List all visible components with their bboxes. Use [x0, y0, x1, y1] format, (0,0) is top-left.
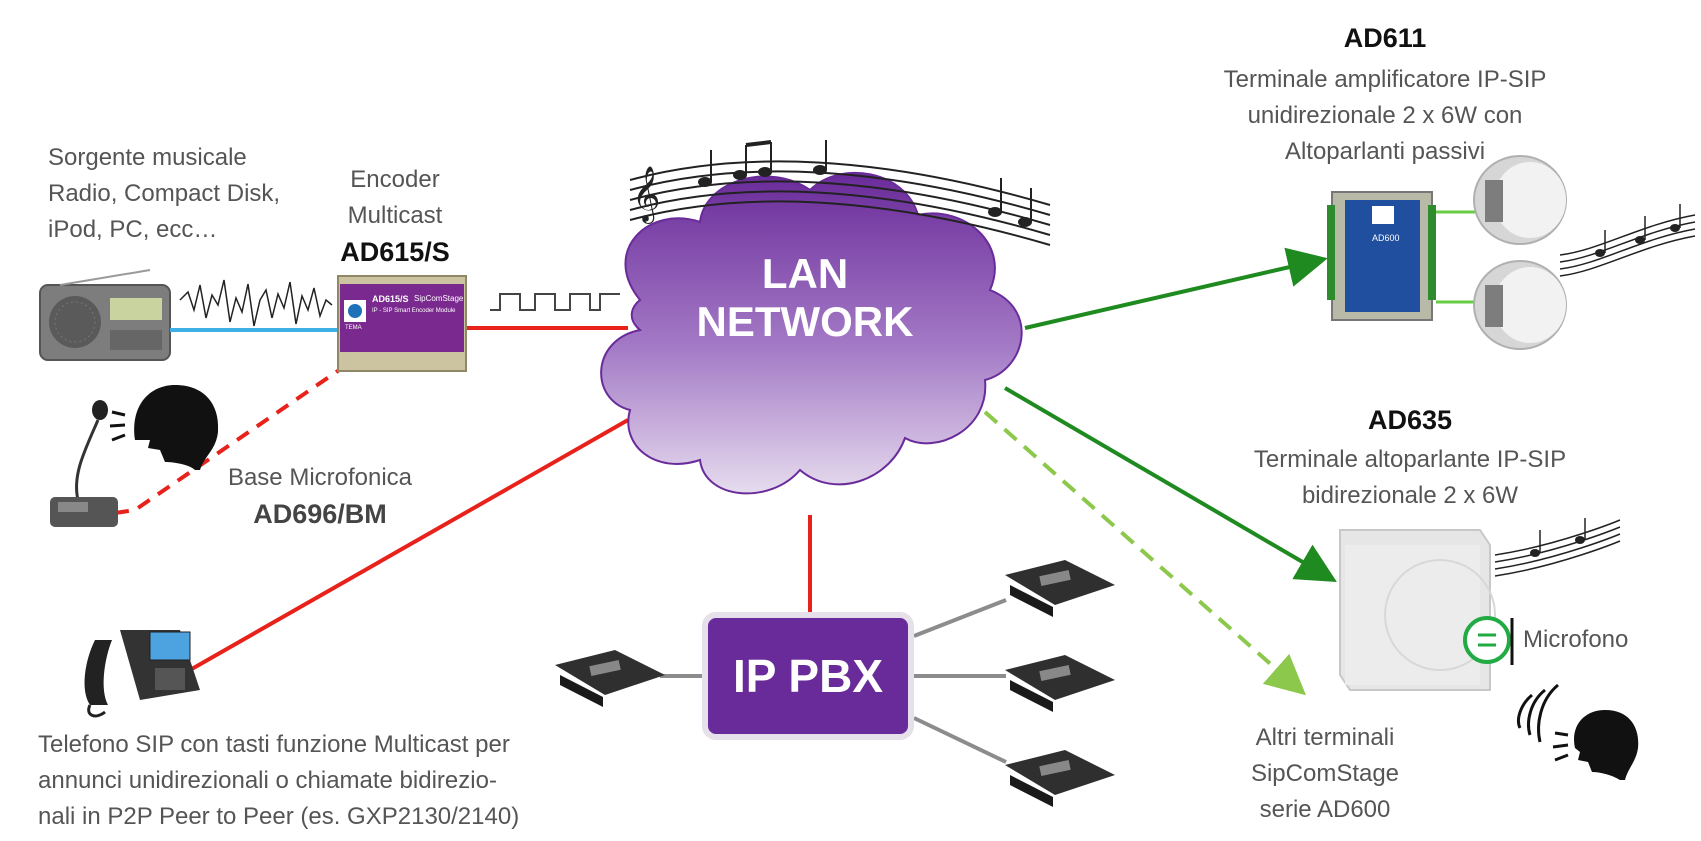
ceiling-speaker-icon — [1473, 155, 1567, 245]
microphone-indicator-icon — [1463, 616, 1514, 665]
microphone-base-name: Base Microfonica — [227, 464, 413, 491]
lan-to-ad635-link — [1003, 386, 1337, 583]
radio-icon — [39, 269, 171, 361]
phone-line-2: annunci unidirezionali o chiamate bidire… — [38, 767, 497, 794]
ad635-line-2: bidirezionale 2 x 6W — [1301, 482, 1519, 509]
square-wave-icon — [490, 293, 620, 311]
gooseneck-microphone-icon — [50, 400, 118, 527]
microphone-link — [114, 364, 347, 515]
ad635-model: AD635 — [1367, 405, 1453, 435]
desk-phone-icon — [1005, 560, 1115, 617]
music-notes-icon — [1494, 518, 1621, 577]
encoder-device-logo-text: TEMA — [345, 325, 362, 331]
desk-phone-icon — [555, 650, 665, 707]
phone-line-3: nali in P2P Peer to Peer (es. GXP2130/21… — [38, 803, 520, 830]
ceiling-speaker-icon — [1473, 260, 1567, 350]
encoder-line-1: Encoder — [350, 166, 440, 193]
ip-phone-icon — [84, 630, 200, 718]
pbx-to-phone-1-link — [913, 598, 1007, 638]
ad635-line-1: Terminale altoparlante IP-SIP — [1253, 446, 1567, 473]
ip-pbx-label: IP PBX — [733, 650, 883, 702]
pbx-to-phone-3-link — [913, 716, 1007, 764]
sound-waves-icon — [1517, 683, 1559, 743]
ad611-line-2: unidirezionale 2 x 6W con — [1247, 102, 1523, 129]
others-line-2: SipComStage — [1250, 760, 1400, 787]
svg-text:𝄞: 𝄞 — [632, 166, 660, 224]
ad611-device-model: AD600 — [1372, 233, 1400, 243]
ad611-line-1: Terminale amplificatore IP-SIP — [1223, 66, 1547, 93]
lan-label-line1: LAN — [761, 250, 849, 297]
others-line-3: serie AD600 — [1259, 796, 1391, 823]
waveform-icon — [179, 279, 333, 327]
others-line-1: Altri terminali — [1255, 724, 1395, 751]
music-notes-icon — [1559, 204, 1696, 277]
lan-cloud — [600, 171, 1023, 495]
ad611-model: AD611 — [1343, 23, 1427, 53]
speaking-head-icon — [1552, 710, 1639, 780]
speaking-head-icon — [109, 385, 219, 470]
microphone-base-model: AD696/BM — [253, 499, 387, 529]
lan-label: LAN NETWORK — [650, 250, 960, 346]
phone-line-1: Telefono SIP con tasti funzione Multicas… — [38, 731, 510, 758]
encoder-device-brand: SipComStage — [414, 294, 464, 303]
microphone-label: Microfono — [1523, 626, 1629, 653]
source-line-3: iPod, PC, ecc… — [48, 216, 218, 243]
encoder-device — [337, 275, 467, 372]
lan-label-line2: NETWORK — [696, 298, 914, 345]
ip-pbx-box: IP PBX — [702, 612, 914, 740]
phone-to-lan-link — [175, 418, 629, 680]
desk-phone-icon — [1005, 655, 1115, 712]
lan-to-ad611-link — [1024, 247, 1328, 330]
encoder-model: AD615/S — [340, 237, 450, 267]
encoder-device-model: AD615/S — [372, 294, 409, 304]
encoder-device-description: IP - SIP Smart Encoder Module — [372, 308, 456, 314]
source-line-2: Radio, Compact Disk, — [48, 180, 281, 207]
lan-to-others-link — [983, 410, 1306, 696]
music-notes-icon: 𝄞 — [629, 140, 1051, 246]
source-line-1: Sorgente musicale — [48, 144, 247, 171]
encoder-line-2: Multicast — [347, 202, 443, 229]
wall-speaker-icon — [1339, 529, 1496, 691]
desk-phone-icon — [1005, 750, 1115, 807]
ad611-line-3: Altoparlanti passivi — [1284, 138, 1486, 165]
ad611-device — [1327, 191, 1436, 321]
